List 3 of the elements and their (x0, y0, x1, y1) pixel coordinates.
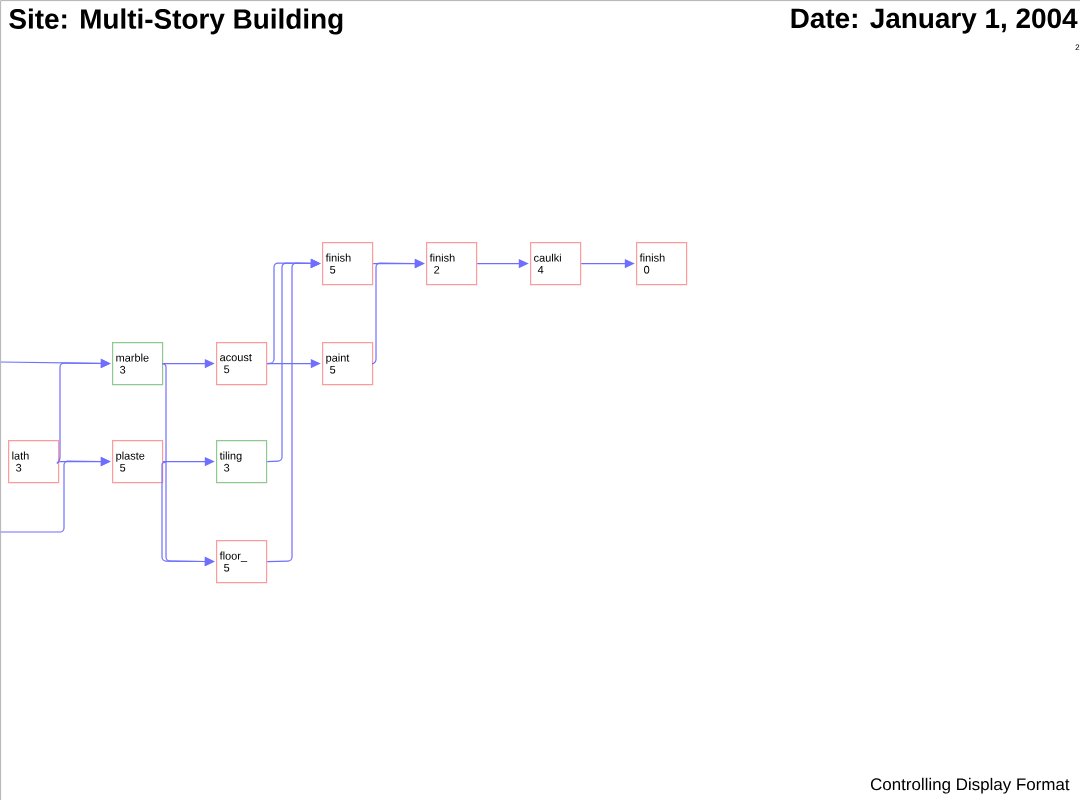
footnote: Controlling Display Format (870, 777, 1070, 794)
title: Site: Multi-Story Building (9, 8, 343, 35)
date-heading: Date: January 1, 2004 (791, 8, 1078, 34)
